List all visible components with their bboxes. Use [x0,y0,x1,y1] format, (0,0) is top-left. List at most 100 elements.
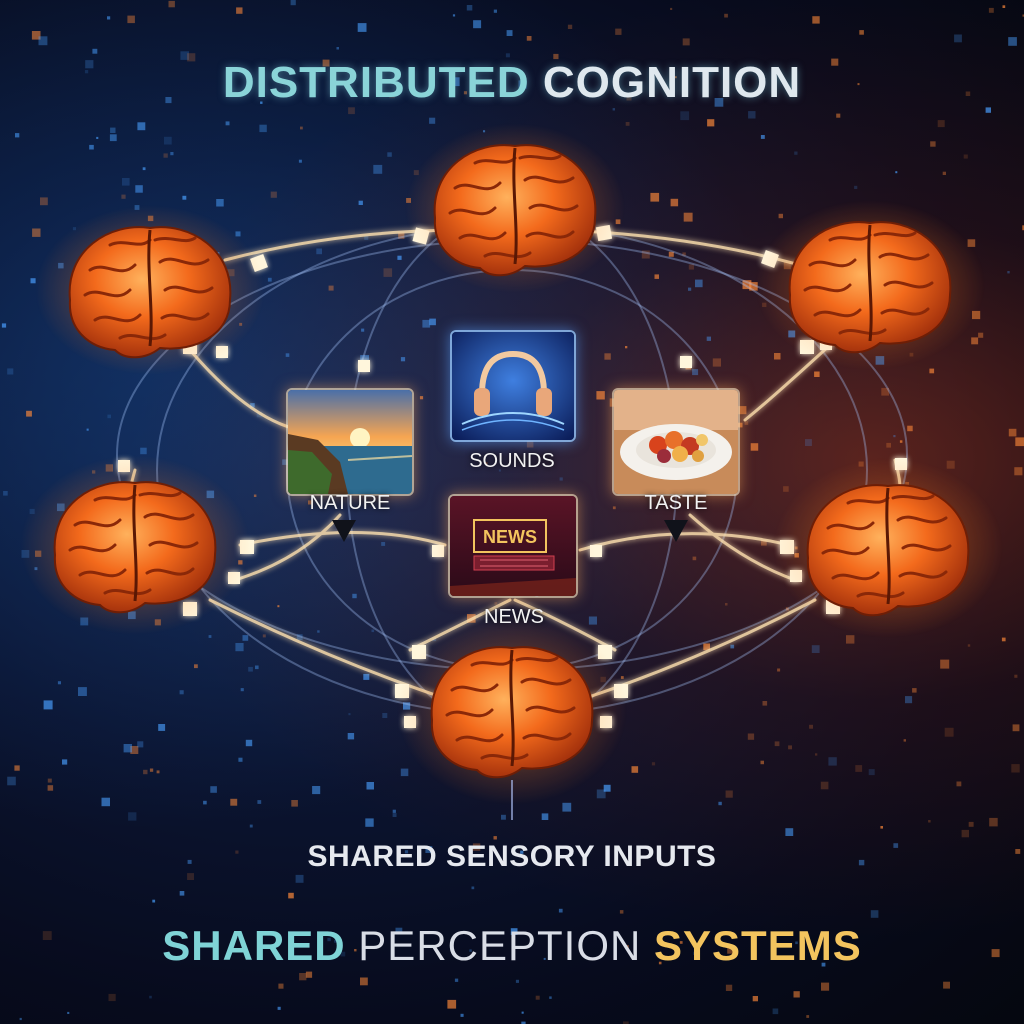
particle [521,1011,524,1014]
particle [404,850,409,854]
particle [991,949,1000,958]
particle [249,824,253,828]
particle [143,769,148,775]
particle [494,602,498,605]
particle [78,687,87,696]
particle [596,789,606,799]
particle [347,733,355,740]
particle [725,603,728,606]
particle [425,846,433,853]
particle [96,136,99,139]
particle [89,144,94,150]
particle [472,843,481,851]
particle [744,421,749,425]
particle [277,1006,281,1010]
particle [182,195,187,200]
particle [257,800,262,804]
particle [777,668,781,672]
particle [62,759,68,765]
particle [322,59,330,67]
particle [1007,271,1010,274]
particle [288,892,294,899]
particle [30,278,36,284]
taste-card [612,388,740,496]
particle [392,813,397,817]
particle [485,462,488,465]
particle [682,38,690,46]
particle [149,995,152,999]
particle [760,135,765,139]
particle [454,978,459,982]
particle [92,48,98,54]
particle [761,539,767,546]
particle [693,951,697,955]
particle [360,977,368,986]
particle [967,239,976,247]
particle [760,760,764,765]
particle [460,1013,464,1017]
particle [859,30,864,35]
particle [400,768,409,777]
sounds-card [450,330,576,442]
particle [1011,764,1020,773]
particle [750,443,759,451]
particle [42,931,52,940]
particle [543,957,546,960]
particle [236,7,243,14]
particle [785,828,794,836]
particle [312,786,321,795]
particle [749,282,758,291]
particle [930,141,936,147]
particle [679,941,683,944]
particle [187,873,194,880]
particle [122,178,130,186]
particle [282,459,288,465]
particle [340,951,346,957]
particle [259,124,267,133]
particle [707,119,715,127]
particle [493,9,497,13]
particle [1008,428,1017,437]
particle [47,778,52,783]
particle [688,287,692,291]
particle [812,16,820,24]
particle [805,439,812,446]
particle [680,111,690,121]
particle [203,800,207,805]
particle [619,910,624,914]
particle [567,24,573,29]
particle [870,910,879,918]
particle [127,15,135,24]
particle [14,765,20,771]
particle [762,701,768,706]
particle [452,14,456,17]
taste-pointer [664,520,688,542]
particle [248,666,253,672]
particle [392,809,396,813]
particle [725,984,733,991]
brain-icon [773,458,1003,638]
particle [795,941,798,945]
particle [38,36,48,46]
particle [235,850,239,854]
particle [703,643,710,651]
particle [360,358,363,362]
particle [814,371,820,377]
particle [809,724,813,729]
particle [354,949,357,952]
particle [43,700,53,710]
particle [654,274,659,279]
particle [447,999,457,1009]
particle [187,859,192,864]
particle [107,414,111,419]
particle [270,191,277,198]
particle [683,212,693,222]
particle [19,1017,22,1021]
particle [821,962,826,967]
particle [137,741,144,748]
particle [603,784,611,792]
particle [831,58,839,66]
nature-label: NATURE [309,492,391,514]
particle [695,279,703,288]
particle [429,318,436,326]
